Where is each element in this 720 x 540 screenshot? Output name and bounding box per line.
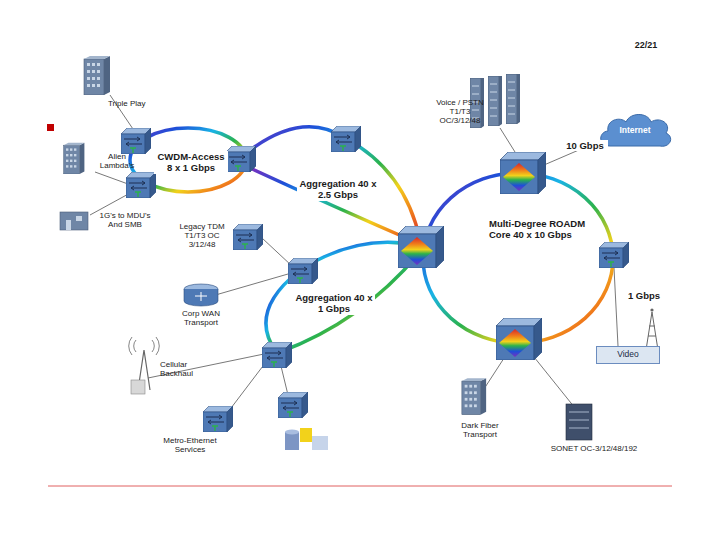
- node-text: Alien Lambda's: [94, 152, 140, 170]
- site-label: Cellular Backhaul: [160, 360, 206, 378]
- ring-label: 1 Gbps: [623, 290, 665, 301]
- switch-icons: [121, 126, 629, 432]
- site-label: Metro-Ethernet Services: [150, 436, 230, 454]
- site-label: Triple Play: [108, 99, 168, 108]
- site-label: Corp WAN Transport: [172, 309, 230, 327]
- ring-label: Multi-Degree ROADM Core 40 x 10 Gbps: [488, 218, 598, 241]
- site-label: Dark Fiber Transport: [452, 421, 508, 439]
- footer-rule: [48, 486, 672, 487]
- node-text: Internet: [619, 126, 650, 136]
- site-label: Alien Lambda's: [94, 152, 140, 170]
- access-links: [90, 95, 618, 412]
- node-text: Metro-Ethernet Services: [150, 436, 230, 454]
- node-text: Video: [601, 350, 655, 360]
- page-number: 22/21: [628, 40, 664, 51]
- node-text: Cellular Backhaul: [160, 360, 206, 378]
- site-label: Legacy TDM T1/T3 OC 3/12/48: [172, 222, 232, 250]
- site-label: SONET OC-3/12/48/192: [546, 444, 642, 453]
- ring-label: CWDM-Access 8 x 1 Gbps: [154, 151, 228, 174]
- site-label: Voice / PSTN T1/T3 OC/3/12/48: [436, 98, 484, 126]
- roadm-icons: [398, 152, 546, 360]
- node-text: Dark Fiber Transport: [452, 421, 508, 439]
- node-text: 1G's to MDU's And SMB: [92, 211, 158, 229]
- ring-label: Aggregation 40 x 2.5 Gbps: [297, 178, 379, 201]
- video-box: Video: [596, 346, 660, 364]
- site-icons: [60, 56, 658, 450]
- node-text: Triple Play: [108, 99, 168, 108]
- node-text: SONET OC-3/12/48/192: [546, 444, 642, 453]
- node-text: Voice / PSTN T1/T3 OC/3/12/48: [436, 98, 484, 126]
- ring-label: 10 Gbps: [562, 140, 608, 151]
- ring-label: Aggregation 40 x 1 Gbps: [293, 292, 375, 315]
- node-text: Corp WAN Transport: [172, 309, 230, 327]
- bullet-mark: [47, 124, 54, 131]
- site-label: 1G's to MDU's And SMB: [92, 211, 158, 229]
- node-text: Legacy TDM T1/T3 OC 3/12/48: [172, 222, 232, 250]
